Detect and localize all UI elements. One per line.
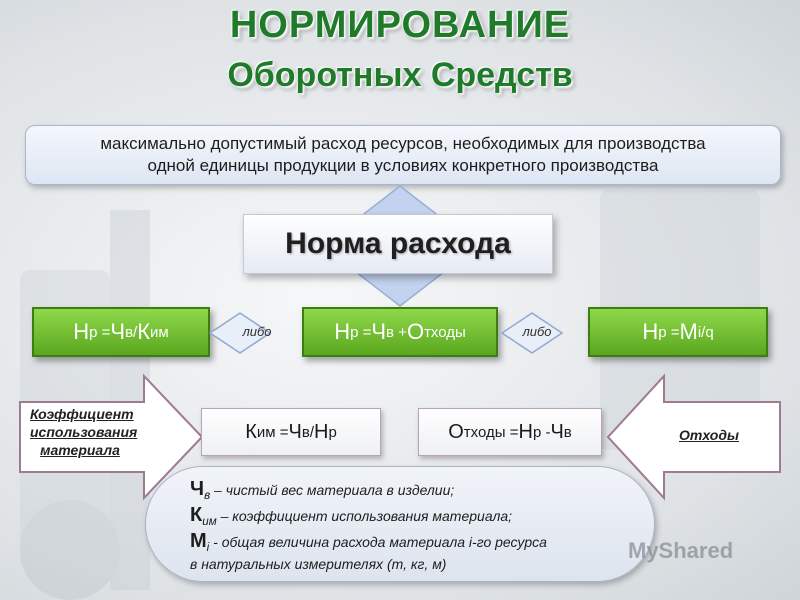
left-block-arrow — [19, 373, 204, 501]
f4-b-sub: в/ — [301, 423, 314, 441]
f1-c: К — [137, 319, 151, 344]
legend-line-1: Чв – чистый вес материала в изделии; — [190, 478, 455, 502]
watermark: MyShared — [628, 538, 734, 563]
f3-b: М — [679, 319, 698, 344]
f4-a: К — [245, 420, 257, 443]
legend-box — [145, 466, 655, 582]
f2-c-sub: тходы — [424, 323, 466, 341]
f1-c-sub: им — [150, 323, 169, 341]
formula-box-4: К им = Ч в/ Н р — [201, 408, 381, 456]
definition-line-2: одной единицы продукции в условиях конкр… — [147, 156, 659, 175]
page-title: НОРМИРОВАНИЕ — [229, 4, 571, 46]
f4-c: Н — [313, 420, 329, 443]
f2-b: Ч — [371, 319, 387, 344]
f3-a-sub: р = — [658, 323, 680, 341]
f5-a-sub: тходы = — [463, 423, 519, 441]
legend-line-4: в натуральных измерителях (т, кг, м) — [190, 556, 447, 572]
formula-box-5: О тходы = Н р - Ч в — [418, 408, 602, 456]
f1-a: Н — [73, 319, 90, 344]
f3-a: Н — [642, 319, 659, 344]
page-subtitle: Оборотных Средств — [227, 56, 573, 94]
f4-b: Ч — [288, 420, 302, 443]
f5-a: О — [448, 420, 464, 443]
connector-diamond-right — [500, 312, 564, 354]
right-arrow-label: Отходы — [679, 427, 739, 443]
formula-box-1: Н р = Ч в/ К им — [32, 307, 210, 357]
f1-a-sub: р = — [89, 323, 111, 341]
f4-a-sub: им = — [256, 423, 289, 441]
f2-a: Н — [334, 319, 351, 344]
f4-c-sub: р — [328, 423, 337, 441]
f1-b: Ч — [110, 319, 126, 344]
norma-raskhoda-box: Норма расхода — [243, 214, 553, 274]
f2-c: О — [406, 319, 425, 344]
definition-line-1: максимально допустимый расход ресурсов, … — [100, 134, 706, 153]
f2-b-sub: в + — [386, 323, 407, 341]
formula-box-2: Н р = Ч в + О тходы — [302, 307, 498, 357]
connector-diamond-left — [208, 312, 272, 354]
connector-label-left: либо — [242, 324, 272, 339]
f5-c: Ч — [550, 420, 564, 443]
right-block-arrow — [606, 373, 781, 501]
definition-box: максимально допустимый расход ресурсов, … — [25, 125, 781, 185]
legend-line-2: Ким – коэффициент использования материал… — [190, 504, 513, 528]
f5-b-sub: р - — [532, 423, 551, 441]
f2-a-sub: р = — [350, 323, 372, 341]
f5-b: Н — [518, 420, 533, 443]
f1-b-sub: в/ — [125, 323, 138, 341]
formula-box-3: Н р = М i/q — [588, 307, 768, 357]
legend-line-3: Мi - общая величина расхода материала i-… — [190, 530, 547, 554]
left-arrow-label: Коэффициент использования материала — [30, 406, 138, 458]
f3-b-sub: i/q — [697, 323, 714, 341]
f5-c-sub: в — [563, 423, 572, 441]
connector-label-right: либо — [522, 324, 552, 339]
